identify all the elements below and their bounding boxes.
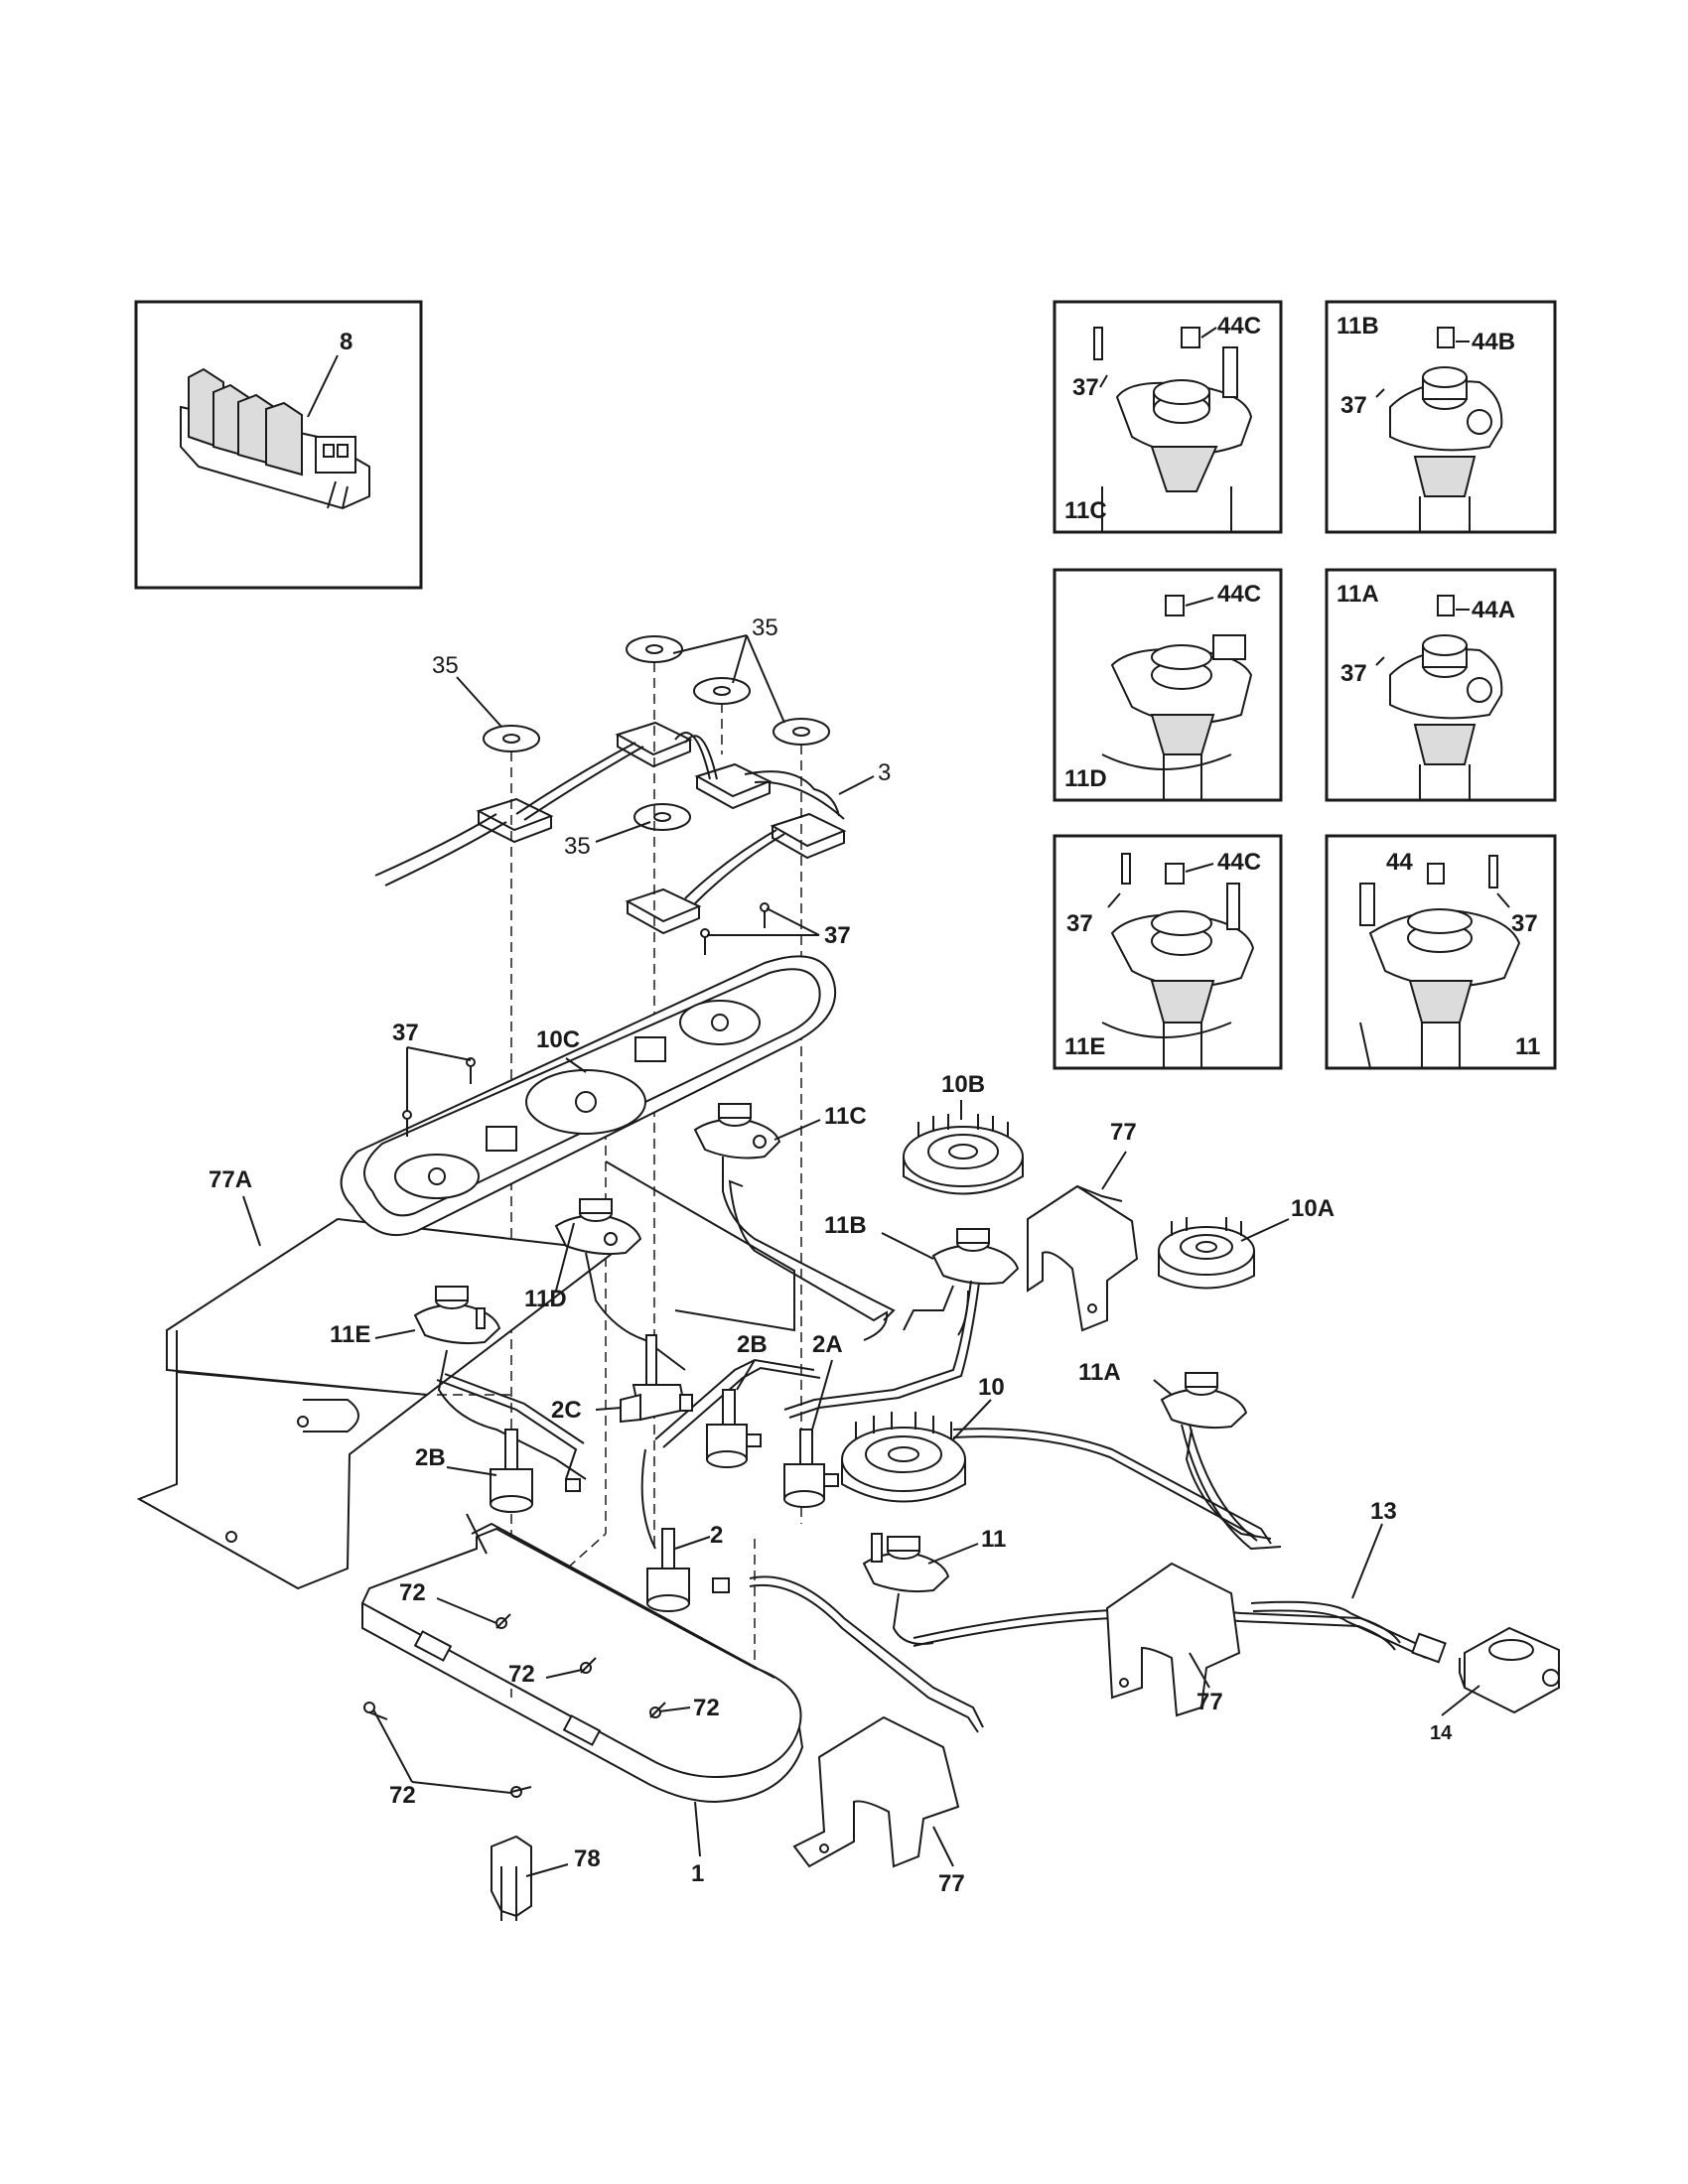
- callout-35: 35: [564, 833, 591, 860]
- callout-37: 37: [1066, 910, 1093, 937]
- callout-72: 72: [399, 1579, 426, 1606]
- callout-35: 35: [432, 652, 459, 679]
- burner-head-icon: [1101, 595, 1253, 800]
- burner-base-10A: [1158, 1217, 1255, 1290]
- burner-head-icon: [1359, 855, 1521, 1069]
- spark-module-icon: [180, 367, 370, 510]
- callout-37: 37: [1340, 660, 1367, 687]
- callout-44C: 44C: [1217, 581, 1261, 608]
- callout-11C: 11C: [1064, 497, 1107, 524]
- callout-11A: 11A: [1336, 581, 1379, 608]
- callout-2C: 2C: [551, 1397, 582, 1424]
- burner-head-icon: [1389, 595, 1503, 800]
- valve-2: [646, 1528, 730, 1612]
- burner-head-11B: [903, 1228, 1020, 1336]
- callout-11B: 11B: [824, 1212, 867, 1239]
- callout-11: 11: [981, 1526, 1006, 1553]
- inset-burner-11E: 37 44C 11E: [1053, 834, 1283, 1070]
- dual-burner-tray-10C: [340, 955, 837, 1332]
- callout-77: 77: [1196, 1689, 1223, 1715]
- callout-13: 13: [1370, 1498, 1397, 1525]
- callout-44B: 44B: [1472, 329, 1515, 355]
- callout-37: 37: [1340, 392, 1367, 419]
- callout-10C: 10C: [536, 1026, 580, 1053]
- inset-burner-11C: 37 44C 11C: [1053, 300, 1283, 534]
- callout-72: 72: [389, 1782, 416, 1809]
- mounting-bracket-77-lower: [792, 1715, 960, 1868]
- callout-2B: 2B: [415, 1444, 446, 1471]
- callout-44C: 44C: [1217, 313, 1261, 340]
- callout-11C: 11C: [824, 1103, 867, 1130]
- burner-head-11D: [554, 1198, 686, 1371]
- burner-head-11E: [413, 1286, 587, 1480]
- valve-2A: [783, 1429, 839, 1508]
- mounting-bracket-77-middle: [1105, 1562, 1241, 1717]
- burner-head-11: [862, 1533, 950, 1645]
- callout-77A: 77A: [209, 1166, 252, 1193]
- valve-2B-lower: [490, 1429, 581, 1513]
- pressure-regulator-14: [1459, 1626, 1560, 1714]
- callout-1: 1: [691, 1860, 704, 1887]
- callout-37: 37: [1072, 374, 1099, 401]
- callout-10A: 10A: [1291, 1195, 1335, 1222]
- callout-11B: 11B: [1336, 313, 1379, 340]
- inset-burner-11A: 11A 44A 37: [1325, 568, 1557, 802]
- callout-10B: 10B: [941, 1071, 985, 1098]
- manifold-tube-13: [1250, 1600, 1447, 1664]
- inset-igniter-module: 8: [134, 300, 423, 590]
- burner-head-icon: [1389, 327, 1503, 532]
- callout-11: 11: [1515, 1033, 1540, 1060]
- inset-burner-11B: 11B 44B 37: [1325, 300, 1557, 534]
- callout-44C: 44C: [1217, 849, 1261, 876]
- burner-base-10: [841, 1412, 966, 1503]
- valve-2B-upper: [706, 1389, 762, 1468]
- callout-11E: 11E: [1064, 1033, 1105, 1060]
- callout-11A: 11A: [1078, 1359, 1121, 1386]
- callout-37: 37: [1511, 910, 1538, 937]
- callout-8: 8: [340, 329, 352, 355]
- burner-base-10B: [903, 1114, 1024, 1195]
- callout-77: 77: [938, 1870, 965, 1897]
- callout-2A: 2A: [812, 1331, 843, 1358]
- callout-77: 77: [1110, 1119, 1137, 1146]
- callout-44A: 44A: [1472, 597, 1515, 623]
- burner-head-11A: [1160, 1372, 1272, 1540]
- inset-burner-11D: 44C 11D: [1053, 568, 1283, 802]
- callout-14: 14: [1430, 1722, 1453, 1744]
- callout-11E: 11E: [330, 1321, 370, 1348]
- callout-3: 3: [878, 759, 891, 786]
- bracket-78: [491, 1835, 532, 1921]
- callout-2: 2: [710, 1522, 723, 1549]
- insulator-washers: [483, 635, 830, 831]
- callout-11D: 11D: [1064, 765, 1107, 792]
- burner-head-icon: [1101, 853, 1255, 1068]
- inset-burner-11: 44 37 11: [1325, 834, 1557, 1070]
- gas-valves: [490, 1334, 839, 1612]
- gas-manifold-1: [360, 1513, 804, 1804]
- callout-10: 10: [978, 1374, 1005, 1401]
- callout-2B: 2B: [737, 1331, 768, 1358]
- callout-11D: 11D: [524, 1286, 567, 1312]
- valve-2C: [620, 1334, 693, 1424]
- callout-78: 78: [574, 1845, 601, 1872]
- callout-35: 35: [752, 614, 778, 641]
- callout-37: 37: [824, 922, 851, 949]
- ignition-switch-harness: [374, 721, 847, 935]
- callout-labels: 35 35 35 3 37 10C 37 10B 11C 77 77A 10A …: [209, 614, 1453, 1897]
- leader-lines: [242, 634, 1480, 1877]
- callout-72: 72: [693, 1695, 720, 1721]
- callout-44: 44: [1386, 849, 1413, 876]
- burner-head-icon: [1093, 327, 1253, 532]
- callout-72: 72: [508, 1661, 535, 1688]
- mounting-bracket-77-upper: [1027, 1184, 1139, 1332]
- burner-base-77A: [136, 1217, 619, 1590]
- callout-37: 37: [392, 1020, 419, 1046]
